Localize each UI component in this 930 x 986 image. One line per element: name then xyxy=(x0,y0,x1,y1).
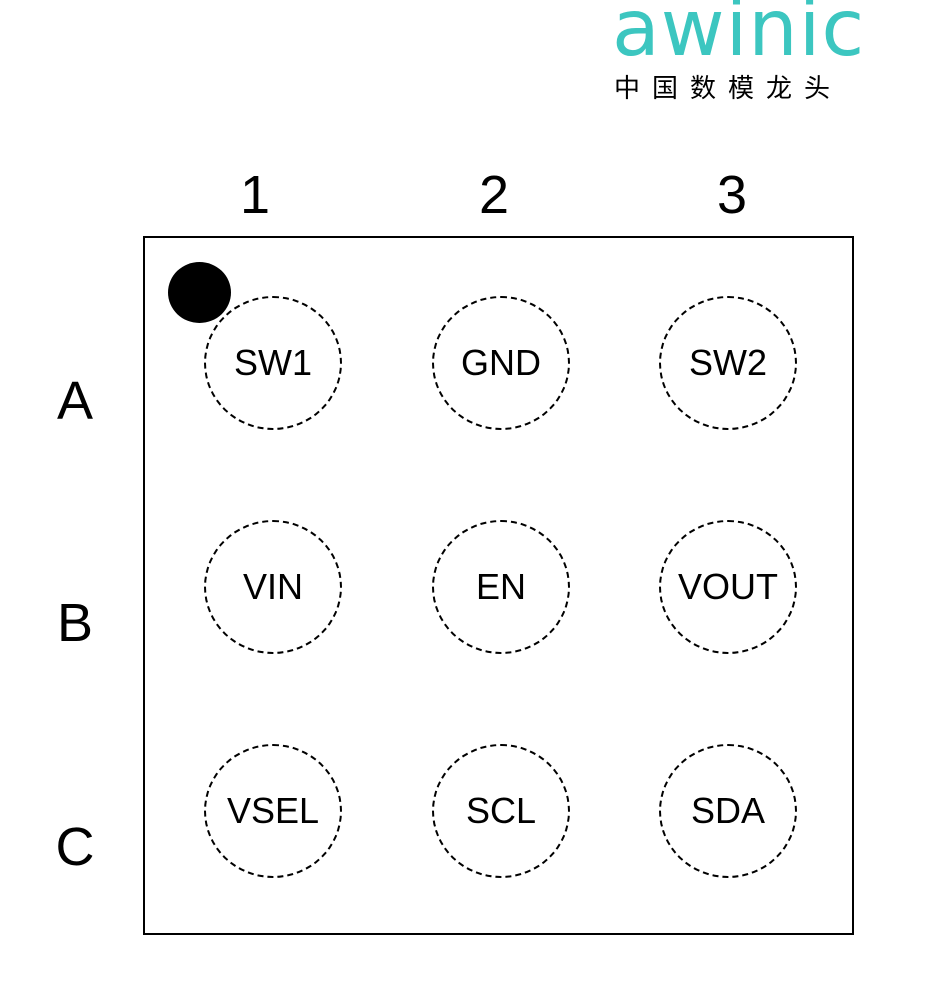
logo-tagline: 中国数模龙头 xyxy=(614,74,843,104)
awinic-logo: awinic 中国数模龙头 xyxy=(612,0,864,108)
pin-a3: SW2 xyxy=(659,296,797,430)
pin-c1: VSEL xyxy=(204,744,342,878)
pin-c2: SCL xyxy=(432,744,570,878)
row-label-b: B xyxy=(56,593,94,653)
pin-a2: GND xyxy=(432,296,570,430)
column-label-1: 1 xyxy=(239,165,271,225)
row-label-c: C xyxy=(55,817,95,877)
pin-b1: VIN xyxy=(204,520,342,654)
column-label-3: 3 xyxy=(716,165,748,225)
column-label-2: 2 xyxy=(478,165,510,225)
pin-b3: VOUT xyxy=(659,520,797,654)
pin-c3: SDA xyxy=(659,744,797,878)
logo-brand-name: awinic xyxy=(612,0,866,74)
pin1-marker-dot xyxy=(168,262,231,323)
pin-b2: EN xyxy=(432,520,570,654)
row-label-a: A xyxy=(56,371,94,431)
pin-a1: SW1 xyxy=(204,296,342,430)
package-outline xyxy=(143,236,854,935)
